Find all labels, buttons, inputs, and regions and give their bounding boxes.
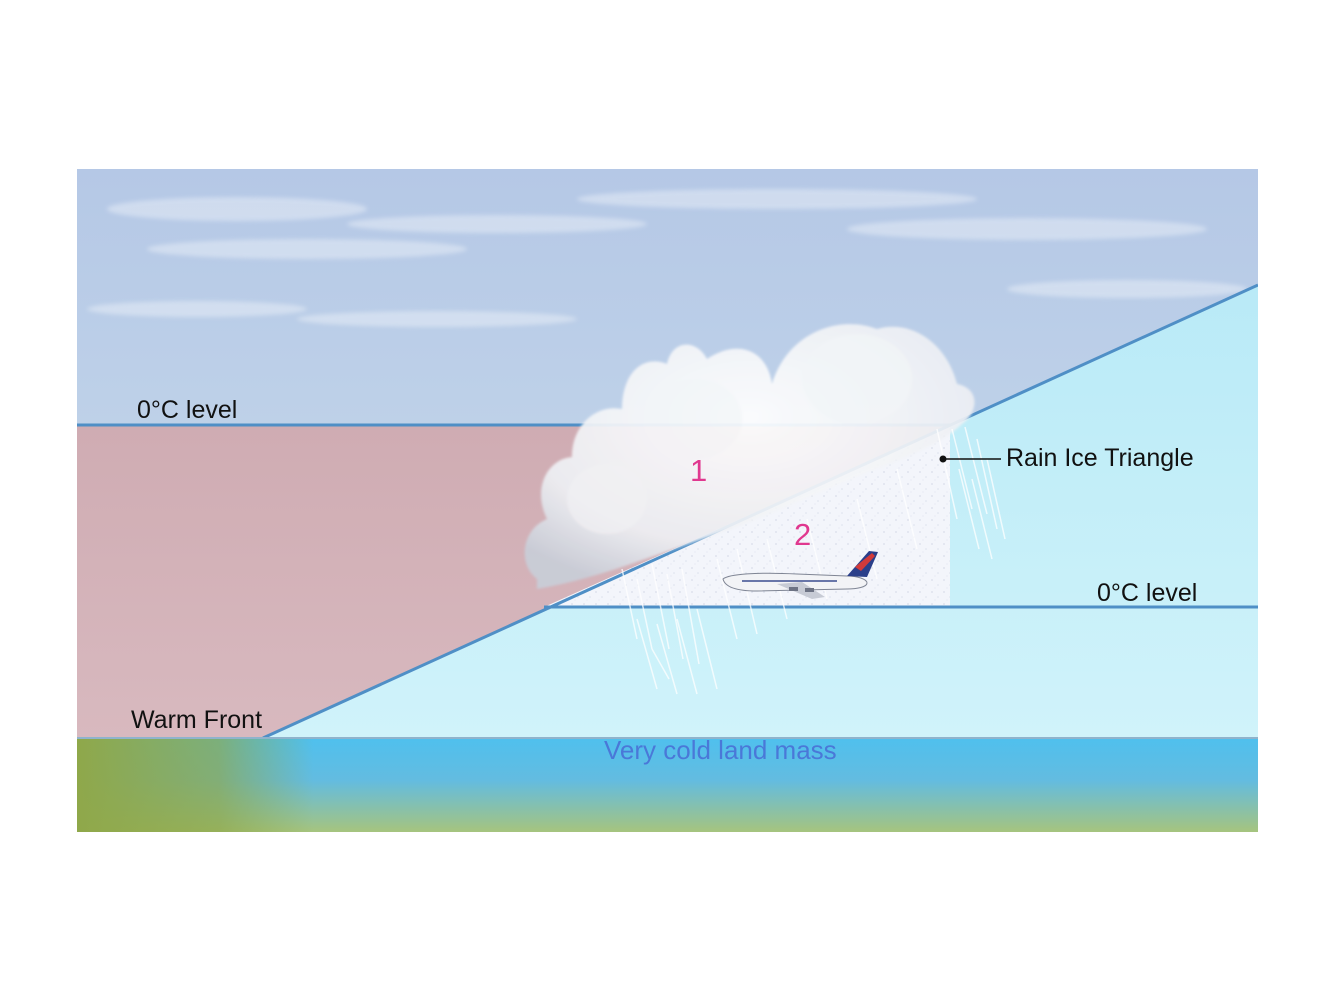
rain-ice-triangle-label: Rain Ice Triangle — [1006, 446, 1194, 471]
warm-front-label: Warm Front — [131, 708, 262, 733]
weather-diagram: 0°C level 0°C level Rain Ice Triangle Wa… — [77, 169, 1258, 832]
lower-freezing-level-label: 0°C level — [1097, 581, 1197, 606]
land-mass-label: Very cold land mass — [604, 737, 837, 763]
region-2-label: 2 — [794, 519, 811, 550]
region-1-label: 1 — [690, 455, 707, 486]
upper-freezing-level-label: 0°C level — [137, 398, 237, 423]
